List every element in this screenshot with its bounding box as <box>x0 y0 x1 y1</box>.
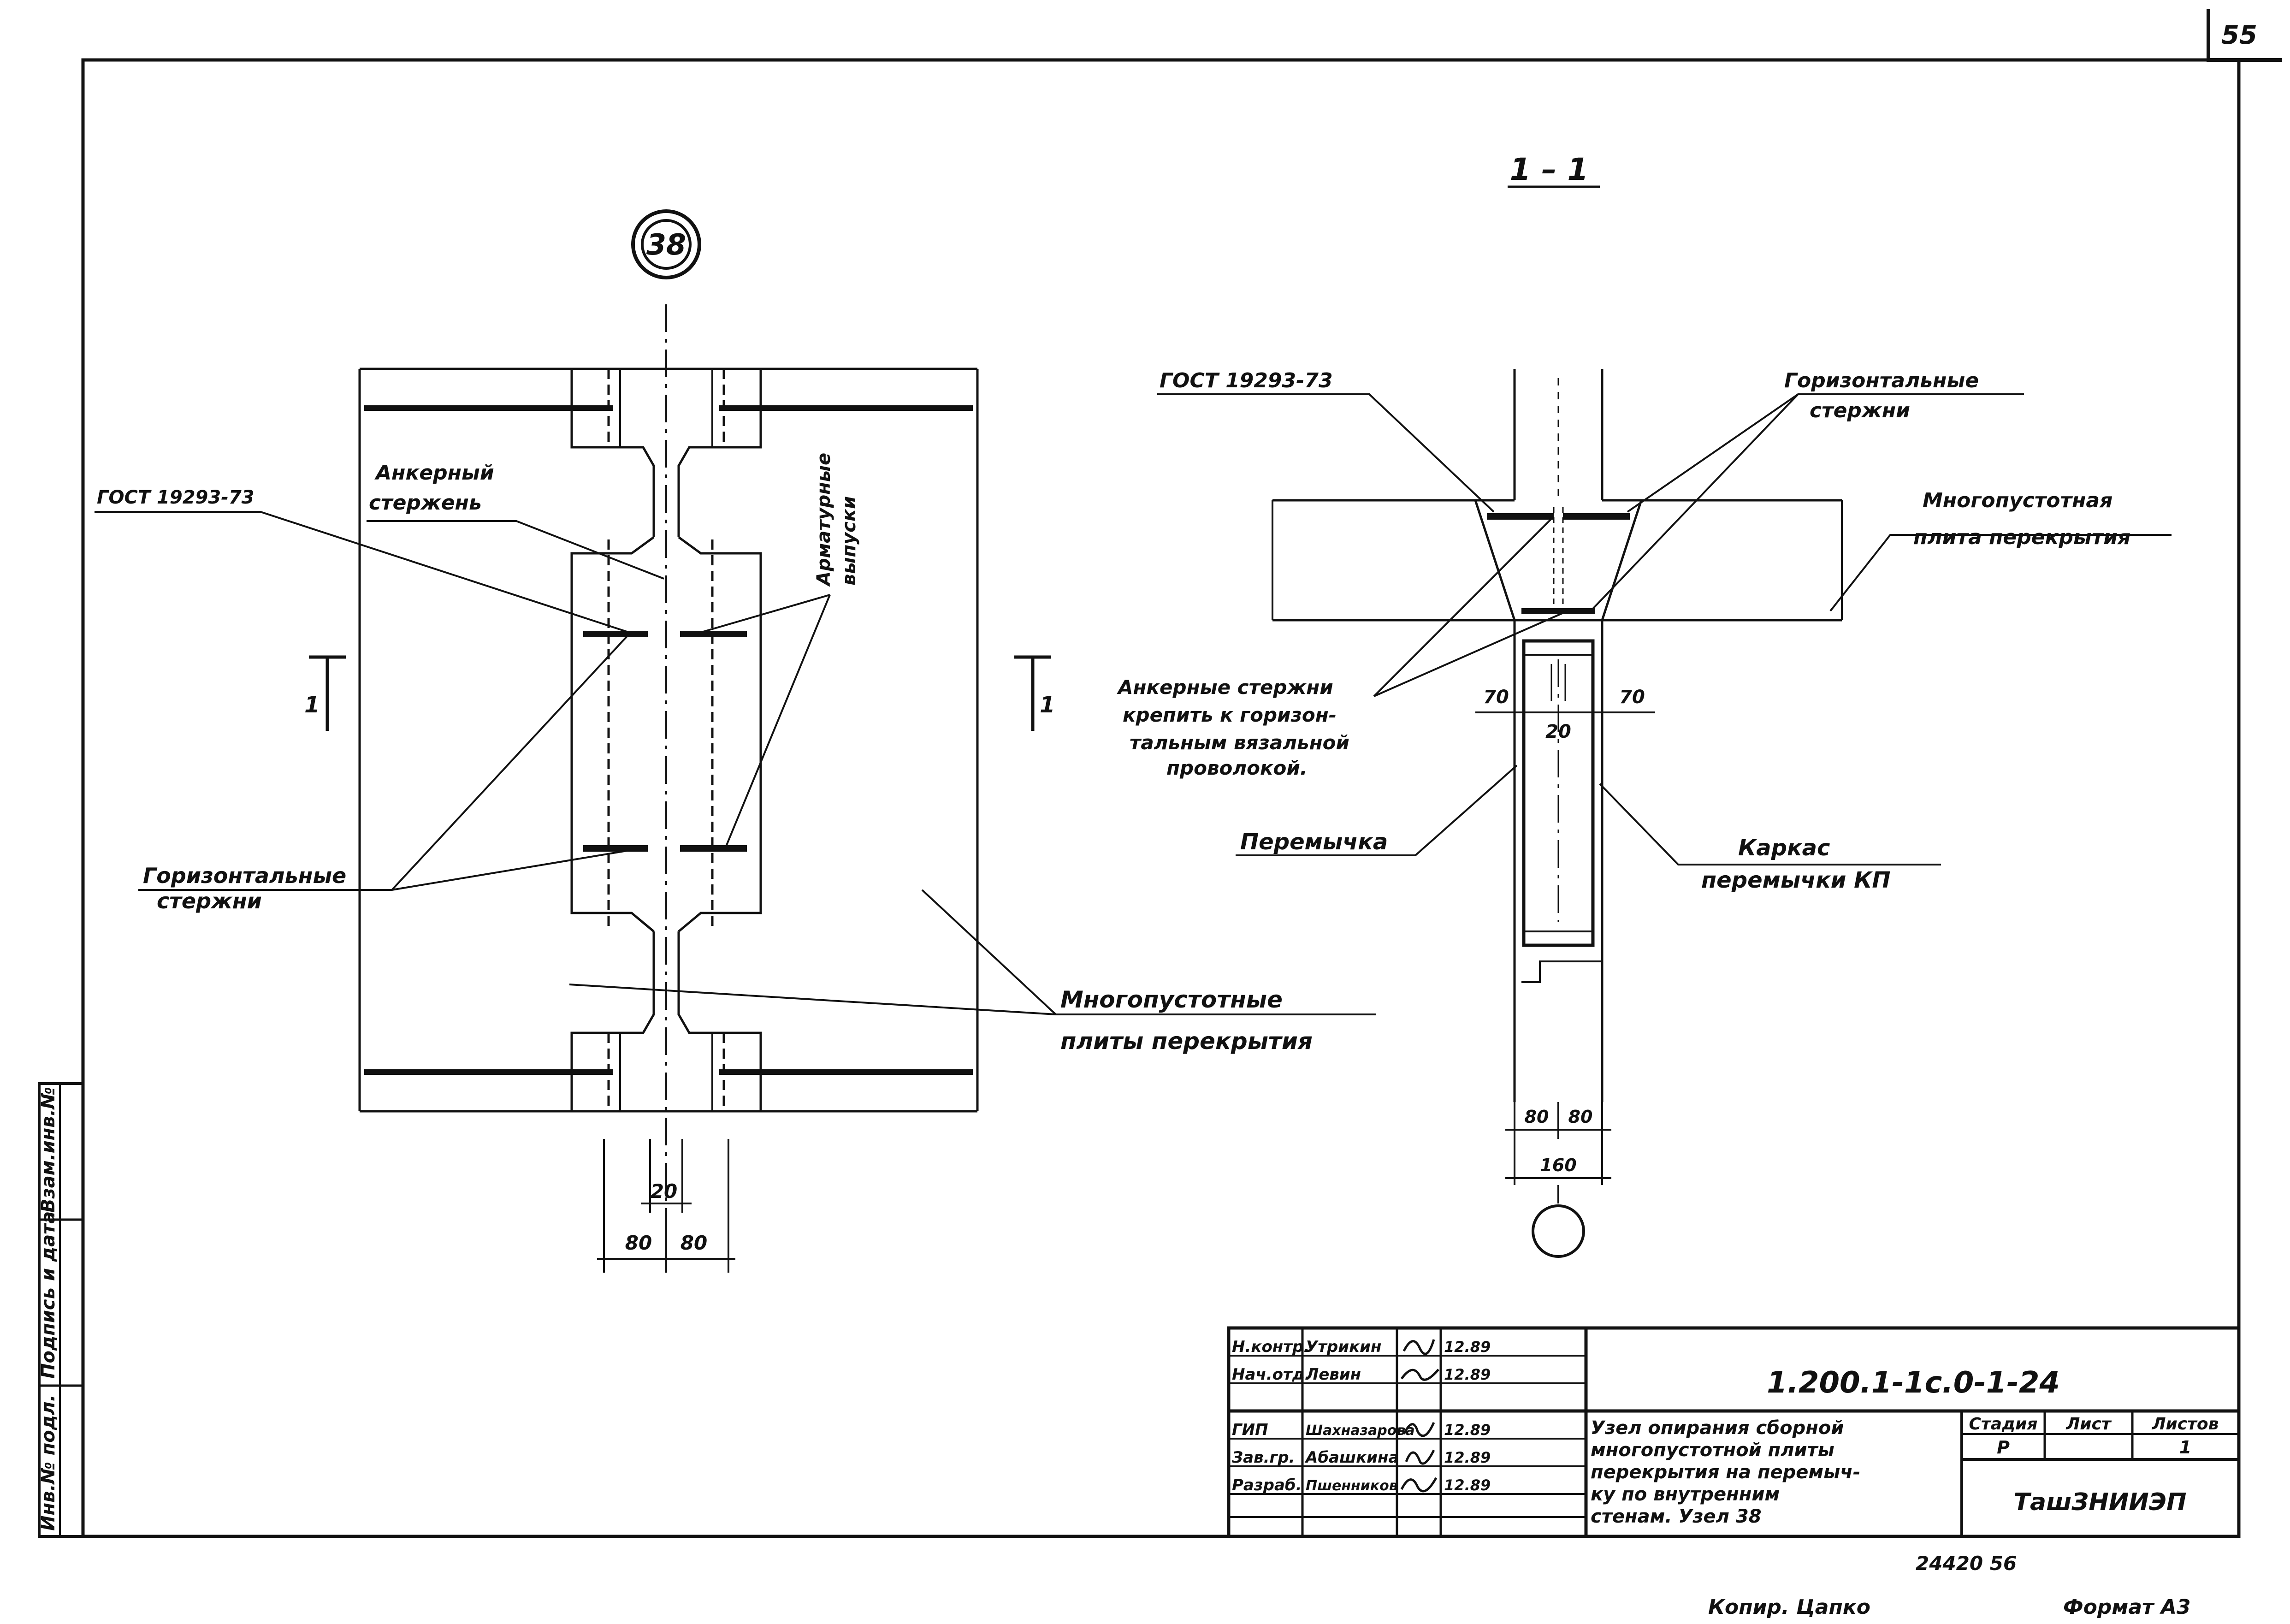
cut-mark-left: 1 <box>304 692 320 718</box>
role-zav-gr: Зав.гр. <box>1231 1448 1295 1467</box>
section-axis-marker <box>1532 1204 1585 1258</box>
plan-dim-80-left: 80 <box>625 1232 652 1254</box>
description-line5: стенам. Узел 38 <box>1591 1506 1762 1527</box>
anchor-note-line3: тальным вязальной <box>1130 731 1349 754</box>
section-view: 1 – 1 70 70 20 <box>1117 152 2172 1258</box>
cut-mark-right: 1 <box>1040 692 1055 718</box>
copier-note: Копир. Цапко <box>1708 1595 1870 1619</box>
name-gip: Шахназарова <box>1306 1422 1415 1439</box>
rebar-label-line1: Арматурные <box>813 453 834 587</box>
section-title: 1 – 1 <box>1510 152 1589 187</box>
plan-horizontal-label-line2: стержни <box>157 889 262 913</box>
stage-header: Стадия <box>1969 1415 2038 1434</box>
name-razrab: Пшенников <box>1306 1478 1398 1494</box>
sheets-value: 1 <box>2179 1437 2191 1458</box>
name-nach-otd: Левин <box>1305 1365 1361 1384</box>
side-stamp-signature: Подпись и дата <box>38 1211 59 1379</box>
anchor-note-line2: крепить к горизон- <box>1123 704 1337 726</box>
node-marker-label: 38 <box>646 228 686 261</box>
sheet-header: Лист <box>2065 1415 2112 1434</box>
signature-nach-otd <box>1400 1369 1439 1381</box>
section-slab-label-line2: плита перекрытия <box>1913 526 2130 549</box>
node-marker-inner <box>641 219 692 270</box>
side-stamp-vzam-inv: Взам.инв.№ <box>38 1087 59 1213</box>
rebar-label-line2: выпуски <box>839 496 860 586</box>
section-dim-80-right: 80 <box>1568 1107 1593 1127</box>
drawing-frame <box>81 58 2241 1538</box>
date-nach-otd: 12.89 <box>1444 1366 1491 1383</box>
signature-razrab <box>1400 1477 1438 1493</box>
plan-gost-label: ГОСТ 19293-73 <box>97 487 254 508</box>
name-n-kontr: Утрикин <box>1306 1338 1381 1356</box>
signature-zav-gr <box>1405 1449 1435 1465</box>
order-number: 24420 56 <box>1916 1552 2017 1575</box>
stage-value: Р <box>1997 1437 2010 1458</box>
plan-view: 38 <box>95 209 1376 1273</box>
format-note: Формат А3 <box>2063 1595 2191 1619</box>
title-block: Н.контр. Нач.отд. ГИП Зав.гр. Разраб. Ут… <box>1227 1326 2241 1538</box>
sheet-number: 55 <box>2221 20 2257 50</box>
date-n-kontr: 12.89 <box>1444 1338 1491 1356</box>
role-n-kontr: Н.контр. <box>1232 1338 1309 1356</box>
name-zav-gr: Абашкина <box>1304 1448 1399 1467</box>
role-nach-otd: Нач.отд. <box>1232 1365 1311 1384</box>
description-line4: ку по внутренним <box>1591 1484 1780 1505</box>
section-horizontal-label-line1: Горизонтальные <box>1784 369 1979 392</box>
section-dim-160: 160 <box>1540 1155 1576 1175</box>
plan-slabs-label-line1: Многопустотные <box>1060 986 1283 1013</box>
section-gost-label: ГОСТ 19293-73 <box>1160 369 1333 392</box>
lintel-label: Перемычка <box>1240 829 1388 855</box>
section-dim-80-left: 80 <box>1525 1107 1549 1127</box>
date-gip: 12.89 <box>1444 1421 1491 1439</box>
plan-slabs-label-line2: плиты перекрытия <box>1060 1028 1313 1055</box>
cage-label-line2: перемычки КП <box>1701 867 1891 893</box>
description-line3: перекрытия на перемыч- <box>1591 1462 1860 1483</box>
side-stamp-inv-podl: Инв.№ подл. <box>38 1394 59 1531</box>
description-line1: Узел опирания сборной <box>1591 1417 1844 1439</box>
date-zav-gr: 12.89 <box>1444 1449 1491 1466</box>
plan-horizontal-label-line1: Горизонтальные <box>143 863 346 888</box>
plan-dim-80-right: 80 <box>680 1232 707 1254</box>
side-stamp: Инв.№ подл. Подпись и дата Взам.инв.№ <box>38 1082 84 1538</box>
section-dim-20: 20 <box>1545 721 1571 742</box>
anchor-note-line1: Анкерные стержни <box>1117 676 1333 699</box>
anchor-label-line2: стержень <box>369 491 482 515</box>
signature-gip <box>1402 1422 1435 1437</box>
section-dim-70-left: 70 <box>1483 687 1509 708</box>
anchor-label-line1: Анкерный <box>374 461 494 485</box>
date-razrab: 12.89 <box>1444 1476 1491 1494</box>
role-razrab: Разраб. <box>1232 1476 1302 1494</box>
plan-dim-20: 20 <box>651 1180 677 1203</box>
section-dim-70-right: 70 <box>1619 687 1645 708</box>
sheets-header: Листов <box>2152 1415 2219 1434</box>
section-horizontal-label-line2: стержни <box>1810 399 1910 422</box>
node-marker-outer <box>631 209 701 279</box>
anchor-note-line4: проволокой. <box>1166 757 1308 779</box>
role-gip: ГИП <box>1232 1421 1268 1439</box>
cage-label-line1: Каркас <box>1738 835 1830 861</box>
organization-name: ТашЗНИИЭП <box>2014 1488 2187 1516</box>
document-code: 1.200.1-1с.0-1-24 <box>1767 1366 2060 1400</box>
description-line2: многопустотной плиты <box>1591 1440 1834 1461</box>
signature-n-kontr <box>1402 1339 1435 1355</box>
section-slab-label-line1: Многопустотная <box>1923 489 2112 512</box>
